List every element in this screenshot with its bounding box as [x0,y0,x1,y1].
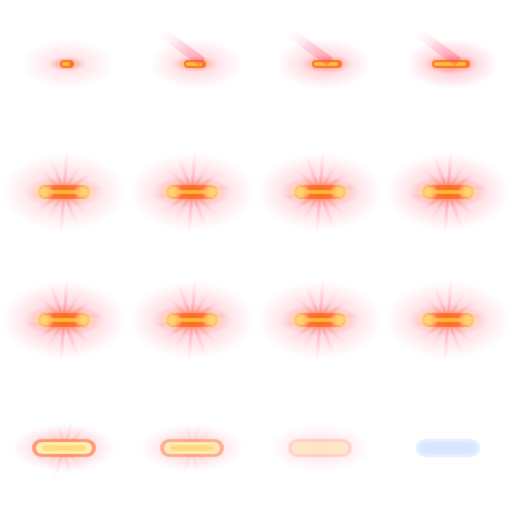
flame-burst-frame-image [128,384,256,512]
sprite-frame-6 [128,128,256,256]
flame-burst-frame-image [128,256,256,384]
sprite-frame-13 [0,384,128,512]
sprite-frame-3 [256,0,384,128]
sprite-frame-7 [256,128,384,256]
sprite-frame-11 [256,256,384,384]
sprite-frame-4 [384,0,512,128]
flame-burst-frame-image [384,0,512,128]
sprite-frame-10 [128,256,256,384]
sprite-frame-15 [256,384,384,512]
sprite-frame-14 [128,384,256,512]
sprite-frame-2 [128,0,256,128]
flame-burst-frame-image [256,384,384,512]
flame-burst-frame-image [256,0,384,128]
sprite-frame-16 [384,384,512,512]
flame-burst-frame-image [0,256,128,384]
flame-burst-frame-image [0,0,128,128]
flame-burst-frame-image [256,128,384,256]
sprite-frame-1 [0,0,128,128]
sprite-frame-5 [0,128,128,256]
flame-burst-frame-image [128,128,256,256]
sprite-frame-8 [384,128,512,256]
flame-burst-frame-image [384,256,512,384]
sprite-frame-12 [384,256,512,384]
flame-burst-frame-image [256,256,384,384]
flame-burst-frame-image [384,128,512,256]
flame-burst-frame-image [384,384,512,512]
flame-burst-frame-image [0,128,128,256]
flame-burst-frame-image [0,384,128,512]
sprite-frame-9 [0,256,128,384]
flame-burst-frame-image [128,0,256,128]
